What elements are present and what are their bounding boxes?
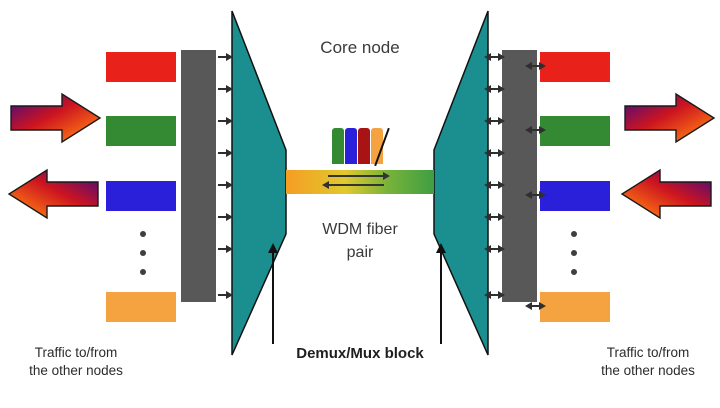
fiber-pair-label-line1: WDM fiber <box>322 221 398 238</box>
caption-left: Traffic to/from the other nodes <box>2 344 150 380</box>
pointer-arrow-icon <box>268 243 278 344</box>
traffic-arrow-left-icon <box>620 168 712 220</box>
signal-arrow-icon <box>218 181 233 189</box>
mux-demux-label: Demux/Mux block <box>296 345 424 362</box>
channel-box-blue <box>540 181 610 211</box>
ellipsis-dots <box>571 231 577 275</box>
channel-box-green <box>106 116 176 146</box>
caption-right-line2: the other nodes <box>601 363 695 378</box>
bidir-arrow-icon <box>525 62 546 70</box>
channel-box-red <box>106 52 176 82</box>
signal-arrow-icon <box>218 213 233 221</box>
left-arrow-icon <box>322 181 384 189</box>
caption-right: Traffic to/from the other nodes <box>574 344 720 380</box>
signal-arrow-icon <box>218 245 233 253</box>
caption-left-line1: Traffic to/from <box>34 345 118 360</box>
fiber-pair-label: WDM fiber pair <box>285 218 435 264</box>
channel-box-blue <box>106 181 176 211</box>
pointer-arrow-icon <box>436 243 446 344</box>
channel-box-orange <box>540 292 610 322</box>
channel-box-red <box>540 52 610 82</box>
traffic-arrow-right-icon <box>10 92 102 144</box>
wdm-fiber-link <box>286 170 434 194</box>
bidir-arrow-icon <box>484 117 505 125</box>
signal-arrow-icon <box>218 53 233 61</box>
traffic-arrow-left-icon <box>7 168 99 220</box>
core-node-label: Core node <box>320 38 400 57</box>
spectrum-icon <box>345 128 357 164</box>
bidir-arrow-icon <box>484 291 505 299</box>
bidir-arrow-icon <box>484 149 505 157</box>
signal-arrow-icon <box>218 117 233 125</box>
caption-right-line1: Traffic to/from <box>606 345 690 360</box>
ellipsis-dots <box>140 231 146 275</box>
bidir-arrow-icon <box>525 126 546 134</box>
spectrum-icon <box>358 128 370 164</box>
bidir-arrow-icon <box>484 245 505 253</box>
bidir-arrow-icon <box>484 85 505 93</box>
caption-left-line2: the other nodes <box>29 363 123 378</box>
signal-arrow-icon <box>218 149 233 157</box>
bidir-arrow-icon <box>484 213 505 221</box>
mux-demux-trapezoid <box>433 10 489 356</box>
bidir-arrow-icon <box>484 53 505 61</box>
right-arrow-icon <box>328 172 390 180</box>
channel-box-green <box>540 116 610 146</box>
bidir-arrow-icon <box>525 302 546 310</box>
patch-panel-bar <box>181 50 216 302</box>
signal-arrow-icon <box>218 291 233 299</box>
bidir-arrow-icon <box>484 181 505 189</box>
spectrum-icon <box>332 128 344 164</box>
signal-arrow-icon <box>218 85 233 93</box>
patch-panel-bar <box>502 50 537 302</box>
channel-box-orange <box>106 292 176 322</box>
fiber-pair-label-line2: pair <box>346 244 374 261</box>
bidir-arrow-icon <box>525 191 546 199</box>
mux-demux-trapezoid <box>231 10 287 356</box>
traffic-arrow-right-icon <box>624 92 716 144</box>
